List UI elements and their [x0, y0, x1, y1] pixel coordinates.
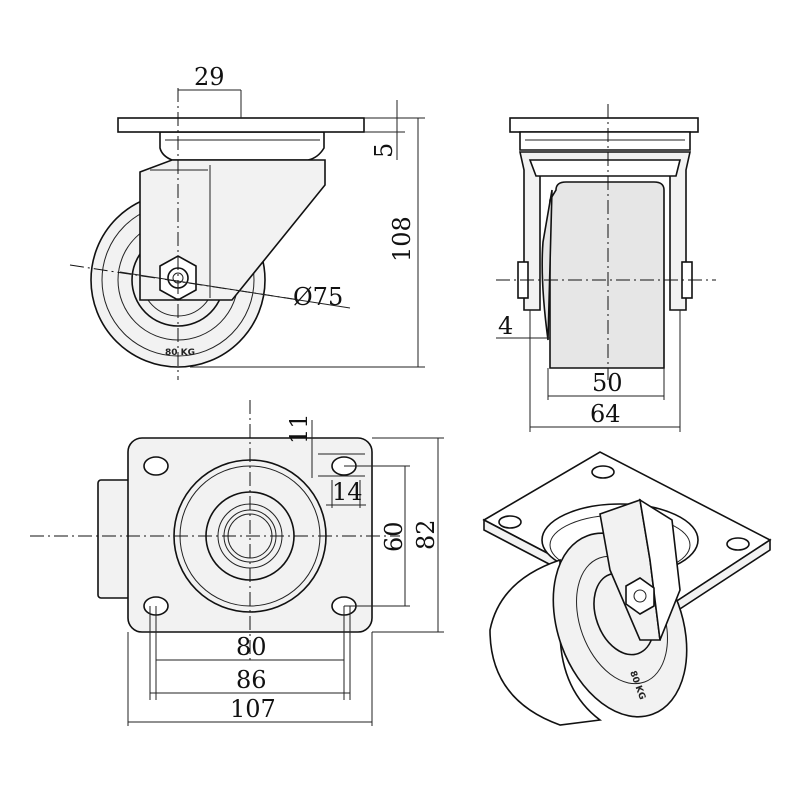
dim-plate-thickness: 5 [370, 143, 398, 158]
dim-bolt-spacing-horizontal: 80 [236, 633, 267, 661]
dim-overall-height: 108 [388, 216, 416, 262]
front-view-top-plate [509, 117, 699, 133]
dim-plate-width: 82 [412, 519, 440, 550]
top-view: 11 14 60 82 80 86 107 [30, 400, 444, 726]
side-view-top-plate [117, 117, 365, 133]
dim-tread-width: 50 [592, 369, 623, 397]
iso-bolt-hole [591, 465, 615, 479]
iso-bolt-hole [498, 515, 522, 529]
top-view-bolt-hole [143, 456, 169, 476]
side-view-swivel-head [159, 131, 325, 161]
dim-offset: 29 [194, 63, 225, 91]
iso-bolt-hole [726, 537, 750, 551]
dim-plate-length: 107 [230, 695, 276, 723]
iso-wheel-tread [489, 558, 603, 726]
top-view-wheel-edge [97, 479, 131, 599]
front-view: 4 50 64 [496, 104, 716, 432]
dim-hole-width: 14 [332, 478, 363, 506]
dim-bolt-pattern: 86 [236, 666, 267, 694]
dim-wheel-inset: 4 [498, 312, 513, 340]
front-view-wheel [549, 181, 665, 369]
side-view: 80 KG Ø75 29 5 108 [69, 63, 425, 380]
isometric-view: 80 KG [482, 451, 772, 726]
dim-hole-height: 11 [285, 413, 313, 444]
dim-bracket-width: 64 [590, 400, 621, 428]
dim-wheel-diameter: Ø75 [293, 283, 343, 311]
wheel-load-stamp: 80 KG [165, 348, 195, 358]
dim-bolt-spacing-vertical: 60 [380, 521, 408, 552]
iso-axle-nut [625, 577, 655, 615]
